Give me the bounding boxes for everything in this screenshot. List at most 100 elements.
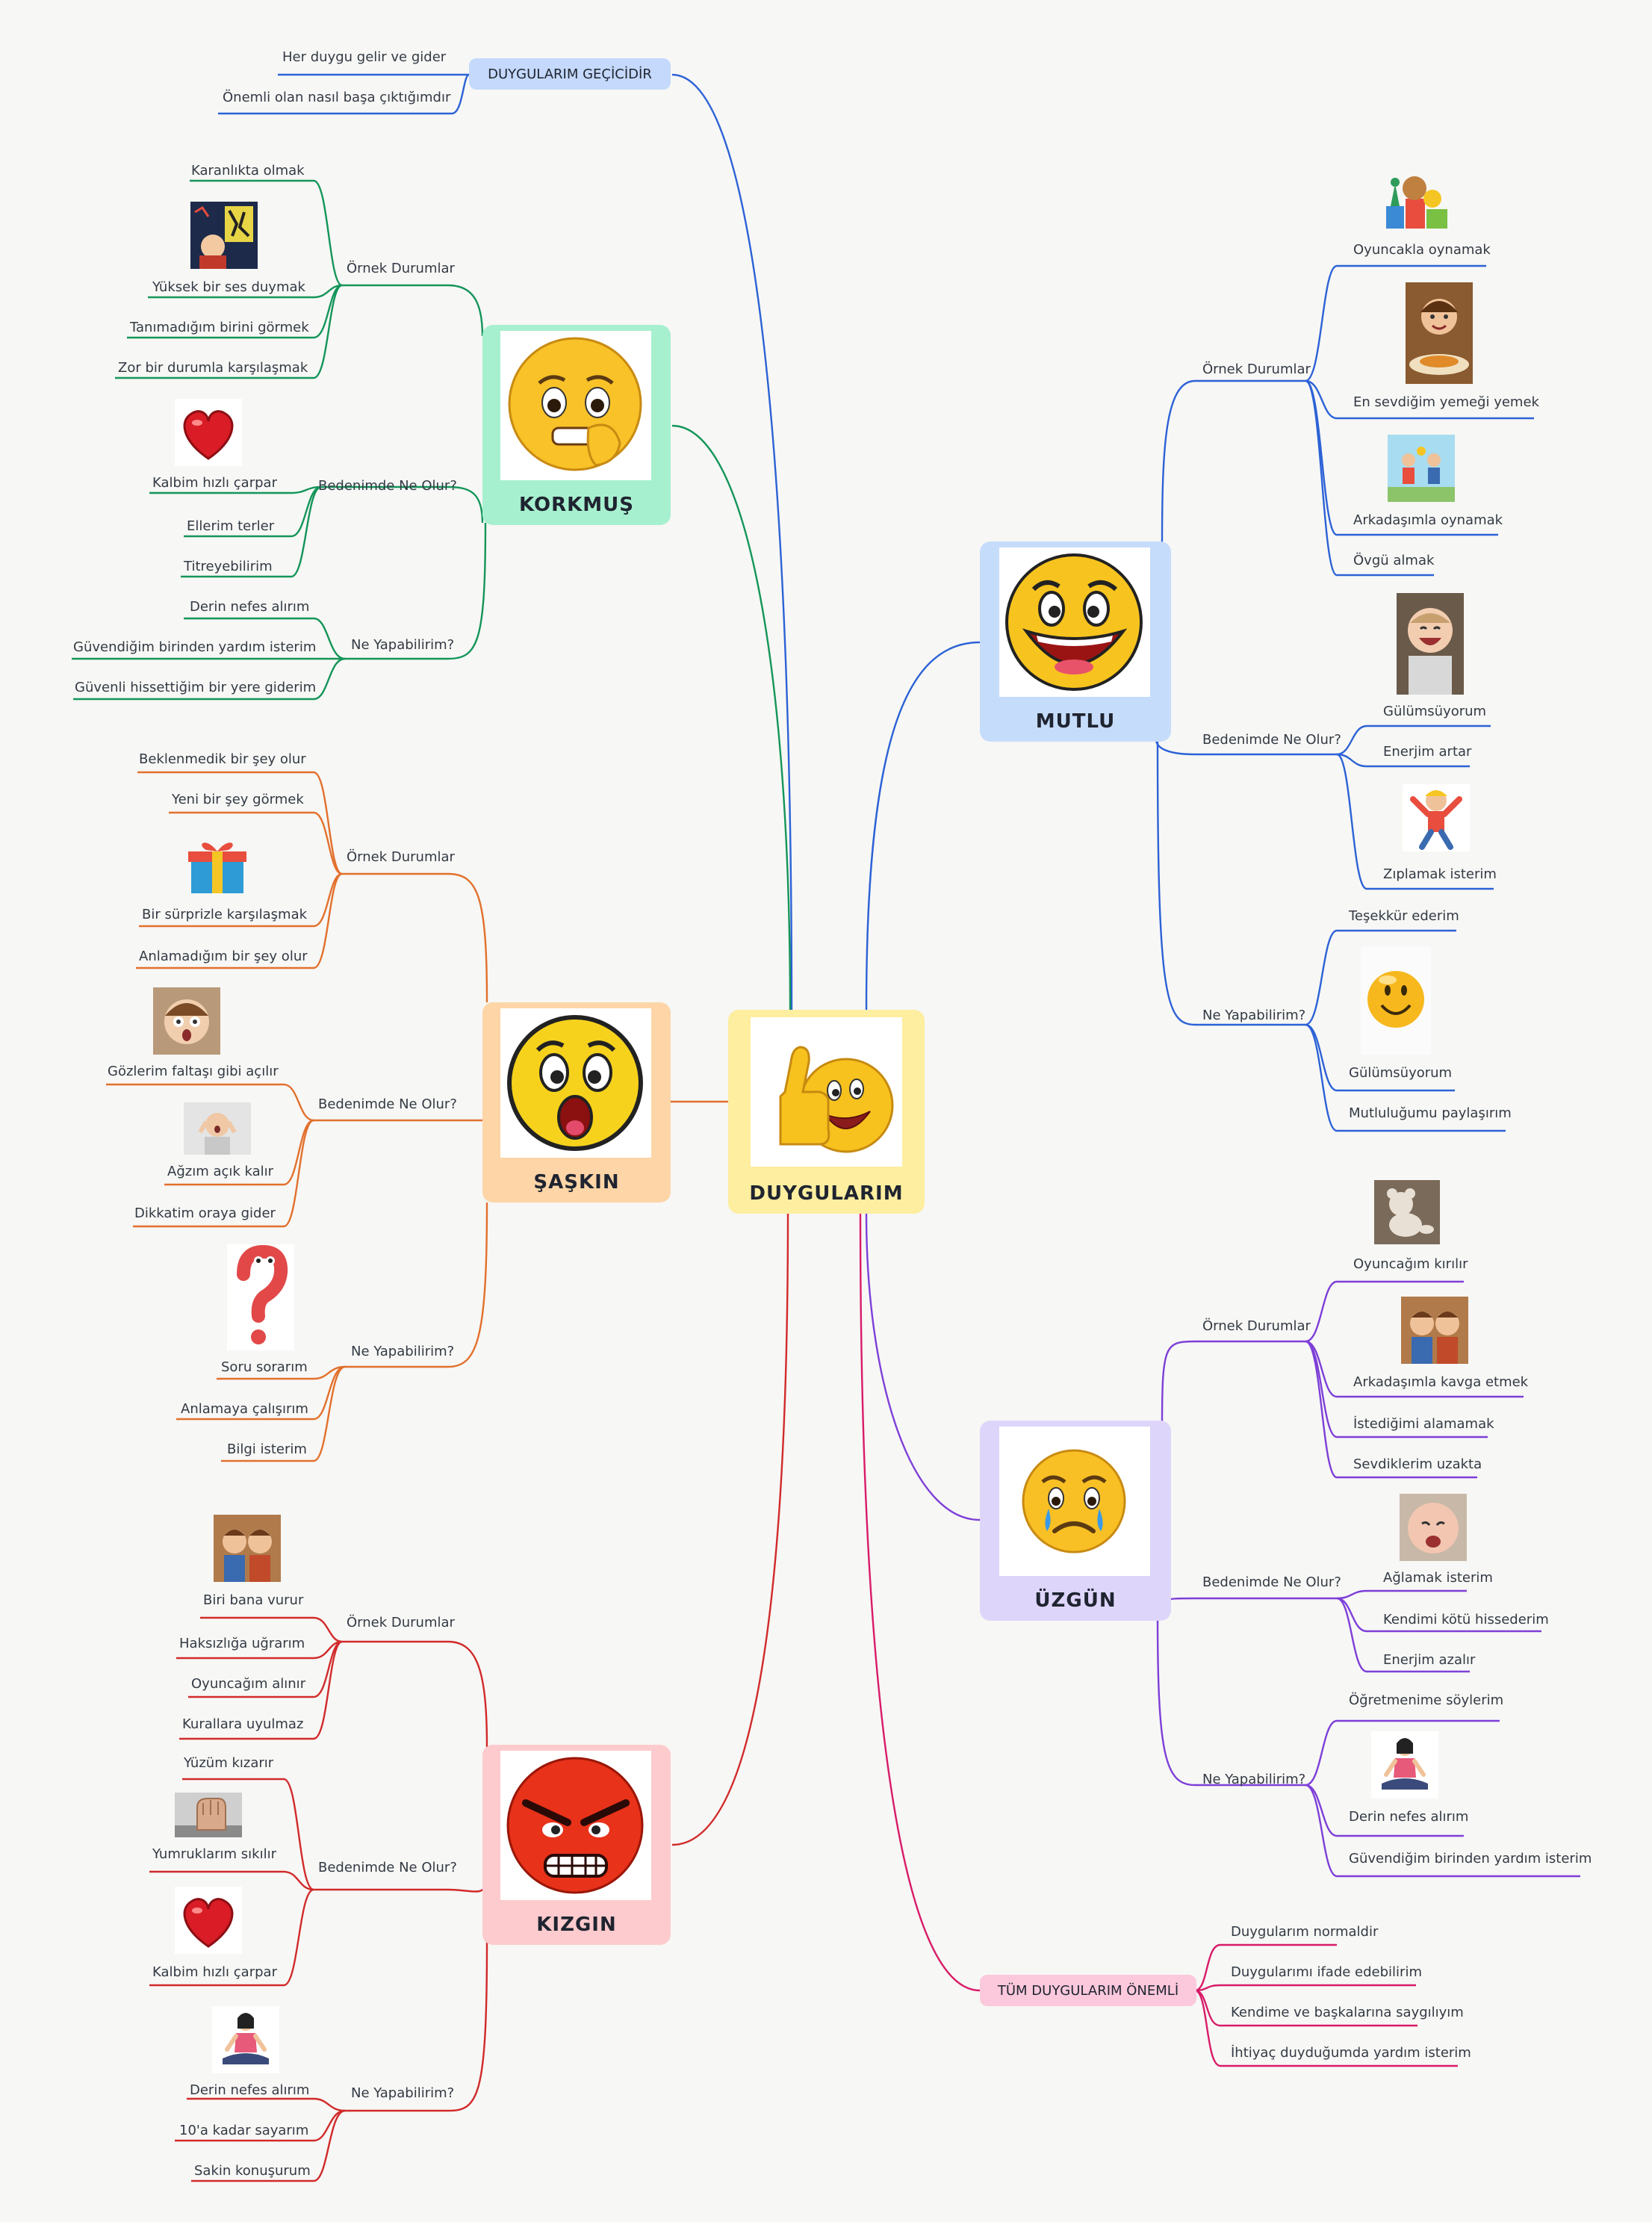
heart-picture [175,399,242,466]
kizgin-node[interactable]: KIZGIN [482,1745,671,1945]
kizgin-beden-item: Kalbim hızlı çarpar [152,1964,277,1980]
mutlu-yapabilir-item: Gülümsüyorum [1349,1065,1453,1081]
smiling-baby-picture [1397,593,1464,695]
kizgin-ornek-item: Biri bana vurur [203,1592,304,1608]
uzgun-yapabilir-item: Güvendiğim birinden yardım isterim [1349,1851,1592,1866]
fighting-friends-picture [1401,1297,1468,1364]
scared-face-icon [508,337,642,471]
saskin-yapabilir-item: Soru sorarım [221,1359,308,1375]
onemli-node[interactable]: TÜM DUYGULARIM ÖNEMLİ [980,1975,1196,2006]
korkmus-ornek-item: Tanımadığım birini görmek [130,320,309,335]
link-center-onemli [859,1213,981,1992]
mutlu-node[interactable]: MUTLU [980,541,1171,742]
onemli-item: İhtiyaç duyduğumda yardım isterim [1231,2045,1471,2061]
dark-room-picture [190,202,258,269]
kizgin-ornek-item: Oyuncağım alınır [191,1676,306,1692]
saskin-ornek-item: Beklenmedik bir şey olur [139,751,306,767]
gift-box-picture [184,834,251,896]
kizgin-ornek-item: Haksızlığa uğrarım [179,1636,305,1651]
mutlu-yapabilir-item: Teşekkür ederim [1349,908,1459,924]
mutlu-beden-label: Bedenimde Ne Olur? [1202,732,1341,748]
korkmus-yapabilir-label: Ne Yapabilirim? [351,637,455,653]
child-eating-picture [1406,282,1473,384]
surprised-child-picture [153,987,220,1055]
kizgin-title: KIZGIN [536,1914,617,1936]
saskin-title: ŞAŞKIN [533,1171,620,1194]
meditating-woman-picture [1371,1731,1438,1799]
toys-picture [1383,169,1450,233]
mutlu-yapabilir-label: Ne Yapabilirim? [1202,1008,1306,1023]
crying-baby-picture [1400,1494,1467,1561]
uzgun-beden-label: Bedenimde Ne Olur? [1202,1574,1341,1590]
mutlu-title: MUTLU [1035,710,1116,733]
center-node[interactable]: DUYGULARIM [728,1010,925,1214]
uzgun-beden-item: Ağlamak isterim [1383,1570,1493,1586]
korkmus-node[interactable]: KORKMUŞ [482,325,671,525]
open-mouth-picture [184,1102,251,1155]
korkmus-yapabilir-item: Derin nefes alırım [190,599,310,615]
uzgun-ornek-label: Örnek Durumlar [1202,1318,1311,1334]
mutlu-ornek-item: En sevdiğim yemeği yemek [1353,394,1539,410]
korkmus-ornek-item: Zor bir durumla karşılaşmak [118,360,308,376]
link-center-gecici [671,73,793,1011]
uzgun-yapabilir-label: Ne Yapabilirim? [1202,1772,1306,1787]
gecici-node[interactable]: DUYGULARIM GEÇİCİDİR [469,58,671,90]
saskin-node[interactable]: ŞAŞKIN [482,1002,671,1202]
kizgin-ornek-item: Kurallara uyulmaz [182,1716,304,1732]
mutlu-ornek-item: Övgü almak [1353,553,1435,568]
smiley-ball-picture [1361,947,1431,1055]
saskin-ornek-item: Bir sürprizle karşılaşmak [142,907,308,922]
saskin-beden-item: Gözlerim faltaşı gibi açılır [108,1064,279,1079]
korkmus-title: KORKMUŞ [519,494,634,516]
kizgin-ornek-label: Örnek Durumlar [347,1615,455,1630]
onemli-item: Duygularımı ifade edebilirim [1231,1964,1422,1980]
kizgin-yapabilir-label: Ne Yapabilirim? [351,2085,455,2101]
saskin-yapabilir-label: Ne Yapabilirim? [351,1344,455,1359]
uzgun-yapabilir-item: Derin nefes alırım [1349,1809,1469,1825]
korkmus-ornek-item: Yüksek bir ses duymak [152,279,305,295]
uzgun-ornek-item: İstediğimi alamamak [1353,1416,1494,1432]
clenched-fist-picture [175,1793,242,1837]
mutlu-beden-item: Zıplamak isterim [1383,866,1497,882]
korkmus-beden-item: Kalbim hızlı çarpar [152,475,277,491]
korkmus-beden-item: Titreyebilirim [184,559,273,574]
uzgun-ornek-item: Oyuncağım kırılır [1353,1256,1468,1272]
saskin-yapabilir-item: Bilgi isterim [227,1441,307,1457]
korkmus-beden-label: Bedenimde Ne Olur? [318,478,457,494]
onemli-item: Kendime ve başkalarına saygılıyım [1231,2005,1464,2020]
uzgun-beden-item: Kendimi kötü hissederim [1383,1612,1549,1627]
korkmus-ornek-label: Örnek Durumlar [347,261,455,276]
kizgin-yapabilir-item: Derin nefes alırım [190,2082,310,2098]
mutlu-beden-item: Gülümsüyorum [1383,704,1487,719]
kizgin-yapabilir-item: Sakin konuşurum [194,2163,311,2179]
link-center-mutlu [865,641,981,1011]
uzgun-node[interactable]: ÜZGÜN [980,1421,1171,1621]
saskin-ornek-item: Anlamadığım bir şey olur [139,949,308,964]
kizgin-yapabilir-item: 10'a kadar sayarım [179,2123,309,2138]
happy-face-icon [1005,553,1143,691]
saskin-yapabilir-item: Anlamaya çalışırım [181,1401,308,1417]
mutlu-ornek-item: Oyuncakla oynamak [1353,242,1491,258]
center-title: DUYGULARIM [749,1182,904,1205]
saskin-beden-label: Bedenimde Ne Olur? [318,1096,457,1112]
korkmus-yapabilir-item: Güvenli hissettiğim bir yere giderim [75,680,317,695]
kizgin-beden-item: Yüzüm kızarır [184,1755,274,1771]
uzgun-beden-item: Enerjim azalır [1383,1652,1476,1668]
mutlu-yapabilir-item: Mutluluğumu paylaşırım [1349,1105,1512,1121]
jumping-kid-picture [1403,784,1470,851]
mutlu-beden-item: Enerjim artar [1383,744,1472,760]
fighting-kids-picture [214,1515,281,1582]
mutlu-ornek-label: Örnek Durumlar [1202,361,1311,377]
saskin-beden-item: Ağzım açık kalır [167,1164,274,1179]
korkmus-beden-item: Ellerim terler [187,518,275,534]
korkmus-yapabilir-item: Güvendiğim birinden yardım isterim [73,639,317,655]
angry-face-icon [506,1757,644,1894]
heart-picture [175,1887,242,1954]
mutlu-ornek-item: Arkadaşımla oynamak [1353,512,1503,528]
saskin-ornek-label: Örnek Durumlar [347,849,455,865]
saskin-beden-item: Dikkatim oraya gider [134,1205,276,1221]
uzgun-title: ÜZGÜN [1034,1589,1117,1612]
kizgin-beden-item: Yumruklarım sıkılır [152,1846,276,1862]
gecici-item: Önemli olan nasıl başa çıktığımdır [223,90,451,105]
